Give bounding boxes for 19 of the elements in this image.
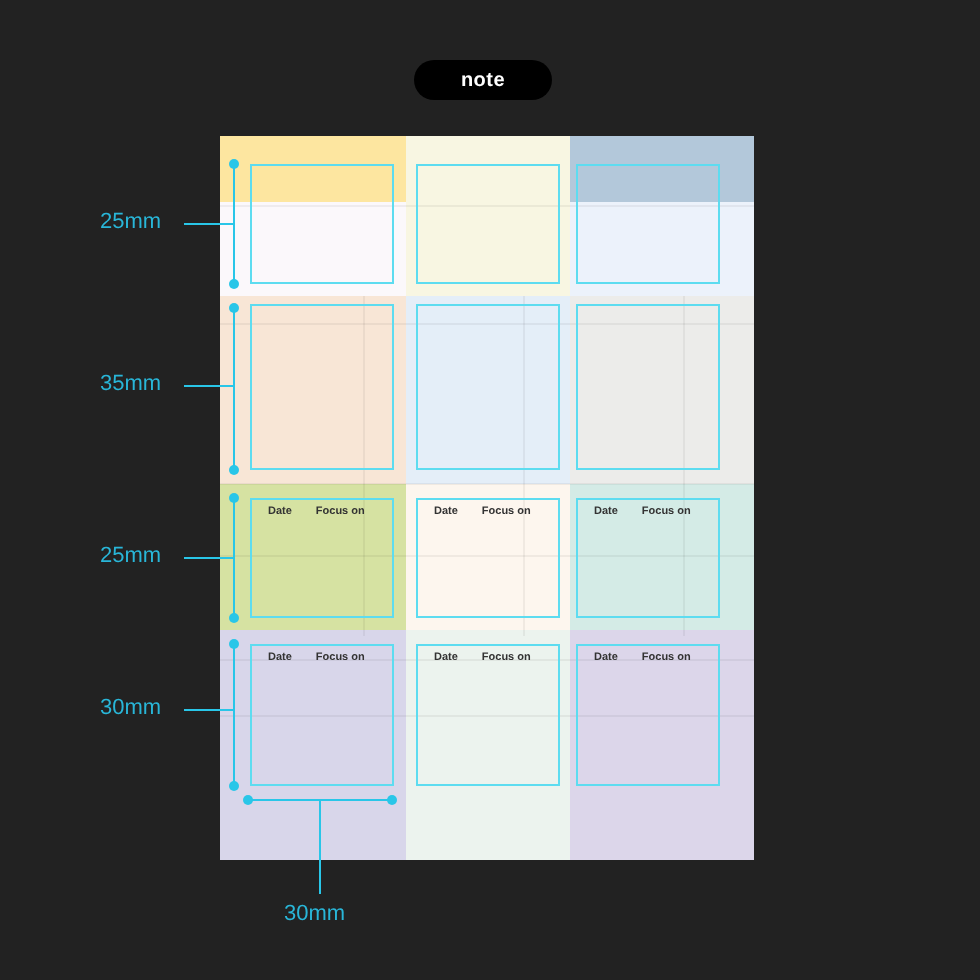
- title-pill: [414, 60, 552, 100]
- sticky-note-outline: [576, 498, 720, 618]
- sticky-note-outline: [416, 498, 560, 618]
- sticky-note-outline: [416, 304, 560, 470]
- dimension-label: 30mm: [284, 904, 346, 926]
- dimension-label: 25mm: [100, 546, 164, 568]
- dimension-label: 25mm: [100, 212, 164, 234]
- sticky-note-outline: [250, 644, 394, 786]
- title-text: note: [460, 67, 506, 95]
- sticky-note-outline: [576, 644, 720, 786]
- dimension-label: 35mm: [100, 374, 164, 396]
- sticky-note-outline: [250, 304, 394, 470]
- sticky-note-outline: [576, 304, 720, 470]
- sticky-note-outline: [416, 644, 560, 786]
- sticky-note-outline: [576, 164, 720, 284]
- sticky-note-outline: [250, 498, 394, 618]
- dimension-label: 30mm: [100, 698, 164, 720]
- sticky-note-outline: [416, 164, 560, 284]
- sticky-note-outline: [250, 164, 394, 284]
